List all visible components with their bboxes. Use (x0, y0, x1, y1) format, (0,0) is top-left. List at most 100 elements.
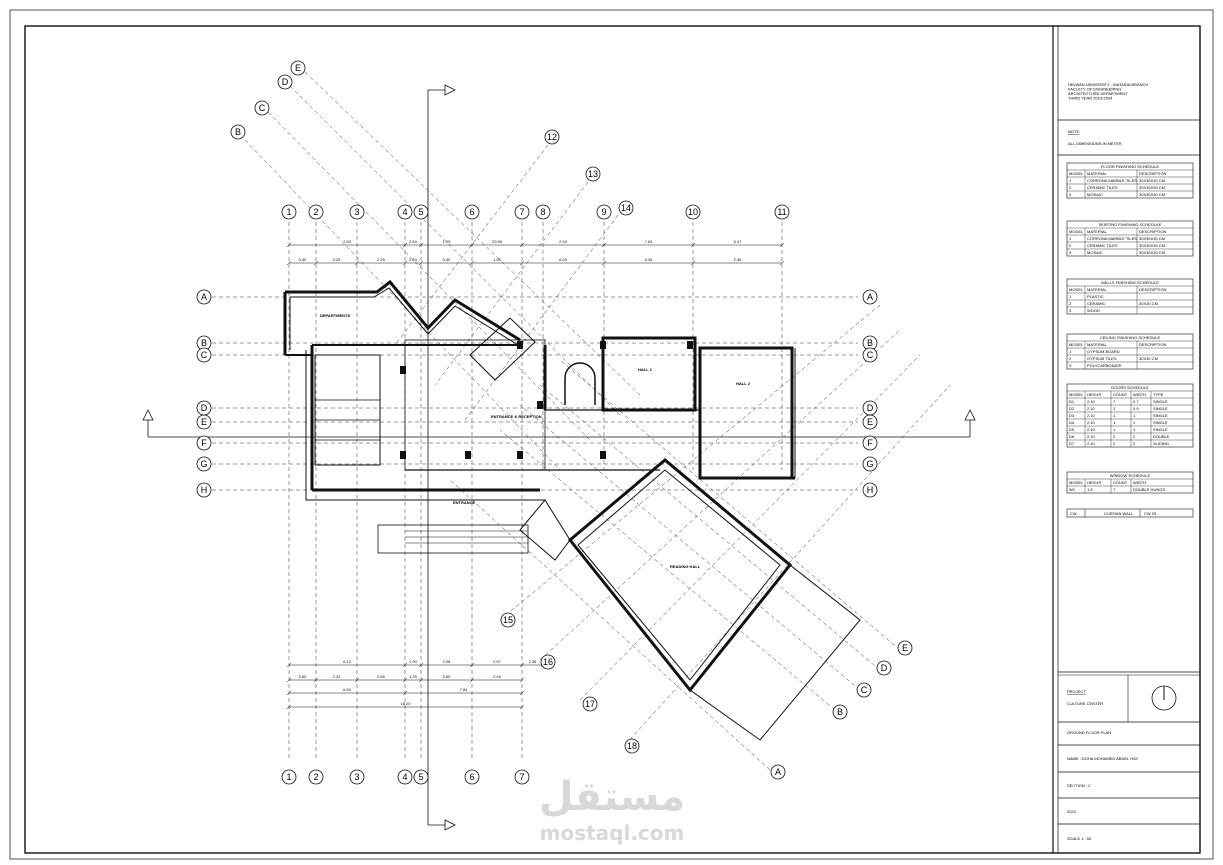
grid-bubble-label: 18 (627, 741, 637, 751)
grid-bubble-label: 10 (688, 207, 698, 217)
dim-label: 2.38 (529, 659, 538, 664)
schedule-cell: 1 (1069, 178, 1072, 183)
grid-bubble-diag-bottom: D (876, 660, 892, 676)
schedule-header: MODEL (1069, 287, 1084, 292)
grid-bubble-bottom: 6 (464, 769, 480, 785)
dim-label: 6.12 (343, 659, 352, 664)
grid-bubble-left: E (196, 414, 212, 430)
schedule-cell: MOSAIC (1087, 192, 1103, 197)
dim-label: 2.36 (734, 257, 743, 262)
dim-tick (286, 662, 292, 668)
grid-bubble-label: B (837, 707, 843, 717)
dim-tick (402, 677, 408, 683)
grid-bubble-label: B (867, 338, 873, 348)
grid-bubble-right: F (862, 435, 878, 451)
grid-bubble-label: 15 (503, 615, 513, 625)
schedule-cell: 3 (1069, 192, 1072, 197)
schedule-header: MATERIAL (1087, 342, 1107, 347)
schedule-cell: 3 (1069, 250, 1072, 255)
grid-bubble-label: 7 (519, 207, 524, 217)
schedule-cell: 1 (1113, 427, 1116, 432)
dim-label: 7.63 (645, 239, 654, 244)
dim-label: 2.65 (377, 674, 386, 679)
schedule-header: DESCRIPTION (1139, 229, 1166, 234)
institution-line: FACULTY OF ENGINEERING (1068, 87, 1121, 92)
schedule-cell: 1 (1133, 413, 1136, 418)
grid-bubble-label: A (201, 292, 207, 302)
schedule-cell: CERAMIC TILES (1087, 243, 1118, 248)
grid-line-diagonal (289, 85, 621, 416)
dim-tick (601, 260, 607, 266)
grid-line-diagonal (464, 214, 619, 421)
cw-size: CW 20 (1144, 511, 1157, 516)
schedule-cell: 2 (1069, 301, 1072, 306)
schedule-header: COUNT (1113, 480, 1128, 485)
dim-label: 7.84 (460, 687, 469, 692)
dim-label: 0.40 (299, 257, 308, 262)
schedule-cell: DOUBLE HUNGS (1133, 487, 1165, 492)
dim-label: 2.25 (377, 257, 386, 262)
dim-tick (402, 690, 408, 696)
dim-tick (418, 260, 424, 266)
grid-line-diagonal (304, 71, 641, 396)
grid-bubble-label: 13 (588, 169, 598, 179)
schedule-cell: D2 (1069, 406, 1075, 411)
building-walls (283, 279, 861, 741)
year-label: 2024 (1067, 809, 1077, 814)
dim-tick (418, 662, 424, 668)
schedule-cell: CERAMIC TILES (1087, 185, 1118, 190)
section-label: SECTION : 2 (1067, 783, 1091, 788)
grid-bubble-bottom: 1 (281, 769, 297, 785)
grid-bubble-label: D (867, 403, 874, 413)
grid-bubble-label: 6 (469, 772, 474, 782)
dim-label: 20.55 (492, 239, 503, 244)
dim-label: 6.36 (645, 257, 654, 262)
dim-label: 0.40 (443, 257, 452, 262)
grid-bubble-top: 2 (308, 204, 324, 220)
dim-label: 2.64 (409, 239, 418, 244)
schedule-cell: 30X30 CM (1139, 356, 1158, 361)
dim-label: 7.63 (343, 239, 352, 244)
grid-bubble-label: 1 (286, 772, 291, 782)
dim-tick (779, 260, 785, 266)
grid-bubble-top: 6 (464, 204, 480, 220)
grid-bubble-label: 17 (585, 699, 595, 709)
schedule-cell: 30X30 CM (1139, 301, 1158, 306)
note-title: NOTE (1068, 129, 1079, 134)
schedule-cell: 2 (1069, 356, 1072, 361)
watermark: مستقل mostaql.com (539, 774, 685, 845)
schedule-header: HEIGHT (1087, 480, 1103, 485)
schedule-cell: 2.10 (1087, 427, 1096, 432)
grid-bubble-label: 2 (313, 772, 318, 782)
schedule-cell: 30X30X30 CM (1139, 243, 1165, 248)
grid-bubble-label: 11 (777, 207, 786, 217)
grid-bubble-label: 5 (418, 772, 423, 782)
dim-tick (519, 662, 525, 668)
schedule-header: DESCRIPTION (1139, 287, 1166, 292)
grid-bubble-diag-top: D (277, 74, 293, 90)
schedule-cell: 2.10 (1087, 434, 1096, 439)
dim-tick (286, 260, 292, 266)
grid-bubble-diag-top: C (254, 100, 270, 116)
schedule-header: MATERIAL (1087, 171, 1107, 176)
grid-bubble-label: 4 (402, 772, 407, 782)
dim-label: 2.45 (493, 674, 502, 679)
grid-bubble-label: E (902, 643, 908, 653)
dim-label: 1.05 (493, 257, 502, 262)
dim-tick (469, 242, 475, 248)
grid-bubble-diag-num-bottom: 17 (582, 696, 598, 712)
cw-model: CW (1070, 511, 1077, 516)
structural-column (600, 451, 606, 459)
grid-bubble-diag-bottom: E (897, 640, 913, 656)
dim-label: 1.25 (409, 674, 418, 679)
schedule-cell: SINGLE (1153, 399, 1168, 404)
dim-tick (690, 260, 696, 266)
dim-tick (418, 242, 424, 248)
grid-line-diagonal (449, 479, 771, 771)
inner-border (24, 25, 1201, 854)
grid-bubble-label: E (867, 417, 873, 427)
grid-bubble-bottom: 7 (514, 769, 530, 785)
